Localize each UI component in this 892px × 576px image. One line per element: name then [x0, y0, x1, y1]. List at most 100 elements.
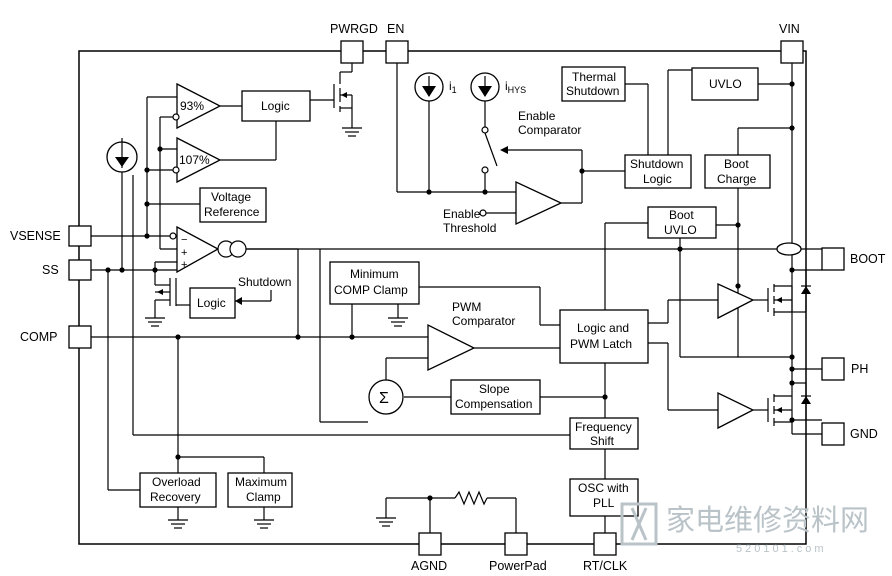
slope-compensation-block — [450, 379, 541, 415]
shutdown-logic-block — [624, 154, 692, 189]
voltage-reference-label-1: Voltage — [211, 190, 251, 204]
comparator-93 — [176, 82, 222, 130]
pin-label-ph: PH — [851, 362, 868, 376]
i1-label: i1 — [449, 79, 457, 95]
high-side-mosfet — [767, 270, 811, 316]
osc-pll-label-1: OSC with — [578, 481, 629, 495]
pin-agnd — [418, 532, 442, 556]
error-amplifier: − + + — [169, 225, 247, 274]
pin-ph — [821, 357, 845, 381]
svg-text:−: − — [181, 234, 187, 246]
ground-icon — [168, 519, 188, 529]
enable-comparator-label-2: Comparator — [518, 123, 581, 137]
low-side-mosfet — [767, 394, 811, 426]
pin-rtclk — [593, 532, 617, 556]
pwm-comparator-label-1: PWM — [452, 300, 481, 314]
boot-charge-block — [704, 154, 771, 189]
logic-softstart-block — [189, 287, 236, 319]
low-side-driver — [717, 391, 755, 430]
boot-uvlo-label-2: UVLO — [664, 223, 697, 237]
svg-text:+: + — [181, 247, 187, 259]
summing-junction-label: Σ — [379, 390, 389, 407]
enable-threshold-label-2: Threshold — [443, 221, 496, 235]
svg-text:+: + — [181, 259, 187, 271]
voltage-reference-block — [199, 187, 267, 223]
pin-ss — [68, 259, 92, 281]
logic-pwrgd-block — [241, 90, 311, 122]
voltage-reference-label-2: Reference — [204, 205, 260, 219]
junction-dots — [105, 81, 795, 501]
enable-comparator-label-1: Enable — [518, 109, 556, 123]
pin-label-gnd: GND — [850, 427, 878, 441]
comparator-107 — [176, 136, 222, 184]
shutdown-logic-label-2: Logic — [643, 172, 672, 186]
overload-recovery-block — [139, 472, 217, 508]
pin-gnd — [821, 422, 845, 446]
osc-pll-label-2: PLL — [593, 496, 615, 510]
min-comp-clamp-label-2: COMP Clamp — [334, 283, 408, 297]
boot-uvlo-block — [647, 206, 717, 239]
watermark: 家电维修资料网 520101.com — [620, 502, 869, 555]
current-sense-icon — [776, 242, 802, 256]
current-source-ihys — [470, 72, 500, 102]
frequency-shift-label-2: Shift — [590, 434, 615, 448]
pin-label-comp: COMP — [20, 330, 58, 344]
uvlo-label: UVLO — [709, 77, 742, 91]
boot-charge-label-1: Boot — [724, 157, 749, 171]
logic-softstart-label: Logic — [197, 296, 226, 310]
maximum-clamp-label-2: Clamp — [246, 490, 281, 504]
thermal-shutdown-label-1: Thermal — [572, 70, 616, 84]
min-comp-clamp-block — [329, 261, 420, 305]
pin-label-vsense: VSENSE — [10, 229, 61, 243]
pin-label-en: EN — [387, 22, 404, 36]
pin-vsense — [68, 225, 92, 247]
pin-powerpad — [504, 532, 528, 556]
boot-charge-label-2: Charge — [717, 172, 757, 186]
enable-threshold-label-1: Enable — [443, 207, 481, 221]
uvlo-block — [691, 67, 759, 101]
frequency-shift-block — [569, 417, 639, 450]
resistor-icon — [454, 490, 488, 506]
ground-icon — [145, 317, 165, 327]
ground-icon — [254, 519, 274, 529]
logic-pwrgd-label: Logic — [261, 99, 290, 113]
min-comp-clamp-label-1: Minimum — [350, 267, 399, 281]
enable-comparator — [515, 180, 563, 226]
ground-icon — [388, 317, 408, 327]
pwrgd-mosfet — [333, 72, 353, 112]
pwm-comparator — [427, 323, 476, 372]
maximum-clamp-label-1: Maximum — [235, 475, 287, 489]
boot-uvlo-label-1: Boot — [669, 208, 694, 222]
pin-label-boot: BOOT — [850, 252, 886, 266]
pin-label-powerpad: PowerPad — [489, 559, 547, 573]
watermark-site: 520101.com — [736, 543, 827, 555]
comparator-93-label: 93% — [180, 99, 204, 113]
shutdown-label: Shutdown — [238, 275, 291, 289]
soft-start-mosfet — [155, 278, 177, 306]
pin-boot — [821, 247, 845, 271]
logic-pwm-latch-block — [559, 309, 649, 364]
current-source-i1 — [414, 72, 444, 102]
overload-recovery-label-1: Overload — [152, 475, 201, 489]
osc-pll-block — [569, 478, 639, 517]
ic-outline — [78, 50, 807, 545]
thermal-shutdown-label-2: Shutdown — [566, 84, 619, 98]
ground-icon — [376, 517, 396, 527]
logic-pwm-latch-label-2: PWM Latch — [570, 337, 632, 351]
frequency-shift-label-1: Frequency — [575, 420, 632, 434]
pin-label-agnd: AGND — [411, 559, 447, 573]
pin-label-pwrgd: PWRGD — [330, 22, 378, 36]
pin-comp — [68, 325, 92, 349]
watermark-logo-icon — [620, 502, 658, 546]
ground-icon — [342, 127, 362, 137]
slope-compensation-label-2: Compensation — [455, 397, 532, 411]
pin-vin — [780, 40, 804, 64]
wires — [91, 63, 822, 533]
slope-compensation-label-1: Slope — [479, 382, 510, 396]
pin-label-vin: VIN — [779, 22, 800, 36]
ihys-label: iHYS — [505, 79, 526, 95]
thermal-shutdown-block — [561, 66, 626, 102]
pin-pwrgd — [340, 40, 364, 64]
watermark-brand: 家电维修资料网 — [666, 504, 869, 537]
